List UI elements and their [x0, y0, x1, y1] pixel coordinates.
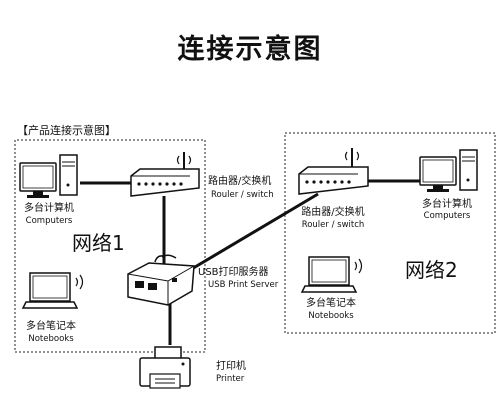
- router-label-network1: 路由器/交换机: [208, 176, 272, 187]
- router-label-network2: 路由器/交换机: [301, 207, 365, 218]
- router-icon-network1: [130, 152, 200, 197]
- router-sublabel-network2: Rouler / switch: [301, 220, 365, 230]
- network2-boundary: [284, 132, 496, 334]
- page-title: 连接示意图: [177, 34, 323, 65]
- printer-label: 打印机: [216, 361, 246, 372]
- computer-icon-network1: [19, 154, 78, 198]
- router-icon-network2: [298, 148, 369, 195]
- computers-label-network2: 多台计算机: [422, 199, 472, 210]
- laptop-icon-network1: [21, 272, 84, 309]
- network1-boundary: [14, 139, 206, 353]
- print-server-label: USB打印服务器: [198, 267, 269, 278]
- computer-icon-network2: [419, 149, 478, 192]
- network1-label: 网络1: [72, 231, 125, 255]
- print-server-sublabel: USB Print Server: [208, 280, 279, 290]
- router-sublabel-network1: Rouler / switch: [211, 190, 274, 200]
- printer-icon: [139, 346, 191, 389]
- notebooks-label-network2: 多台笔记本: [306, 298, 356, 309]
- computers-sublabel-network1: Computers: [25, 216, 73, 226]
- print-server-icon: [127, 254, 195, 306]
- computers-label-network1: 多台计算机: [24, 203, 74, 214]
- computers-sublabel-network2: Computers: [423, 211, 471, 221]
- network2-label: 网络2: [405, 258, 458, 282]
- notebooks-sublabel-network1: Notebooks: [28, 334, 74, 344]
- link-server-router2: [189, 192, 319, 272]
- printer-sublabel: Printer: [216, 374, 245, 384]
- diagram-subtitle: 【产品连接示意图】: [17, 124, 116, 137]
- notebooks-label-network1: 多台笔记本: [26, 321, 76, 332]
- notebooks-sublabel-network2: Notebooks: [308, 311, 354, 321]
- laptop-icon-network2: [300, 256, 363, 293]
